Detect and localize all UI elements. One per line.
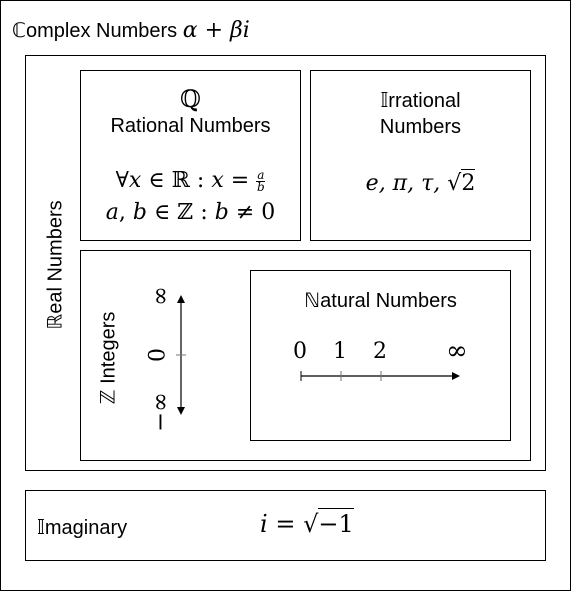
natural-tick-1: 1 [333, 339, 347, 364]
natural-infinity: ∞ [446, 336, 468, 366]
complex-set-symbol: ℂ [12, 18, 26, 42]
rational-definition-line2: a, b ∈ ℤ : b ≠ 0 [105, 200, 276, 225]
imaginary-label: 𝕀maginary [37, 515, 128, 539]
rational-set-symbol: ℚ [180, 85, 201, 113]
complex-numbers-title: ℂomplex Numbers α + βi [12, 17, 250, 44]
natural-axis [300, 371, 460, 381]
real-set-symbol: ℝ [42, 313, 67, 330]
rational-numbers-box [80, 70, 301, 241]
irrational-label: 𝕀rrational Numbers [379, 88, 462, 138]
rational-header: ℚ Rational Numbers [80, 85, 301, 139]
natural-numbers-box [250, 270, 511, 441]
imaginary-set-symbol: 𝕀 [37, 515, 45, 539]
integers-axis [176, 295, 186, 415]
complex-formula: α + βi [182, 18, 250, 43]
natural-set-symbol: ℕ [304, 288, 321, 312]
imaginary-box [25, 490, 546, 561]
natural-tick-2: 2 [373, 339, 387, 364]
real-label-text: eal Numbers [44, 200, 67, 314]
complex-label: omplex Numbers [25, 20, 178, 42]
irrational-examples: e, π, τ, √2 [365, 169, 476, 196]
irrational-set-symbol: 𝕀 [380, 88, 389, 112]
integers-set-symbol: ℤ [95, 389, 120, 405]
imaginary-formula: i = √−1 [260, 508, 354, 538]
natural-tick-0: 0 [293, 339, 307, 364]
natural-label: ℕatural Numbers [304, 288, 457, 312]
integers-zero: 0 [145, 348, 171, 362]
integers-label: ℤ Integers [95, 311, 120, 405]
real-numbers-label: ℝeal Numbers [42, 200, 69, 329]
irrational-numbers-box [310, 70, 531, 241]
rational-label: Rational Numbers [110, 115, 271, 137]
